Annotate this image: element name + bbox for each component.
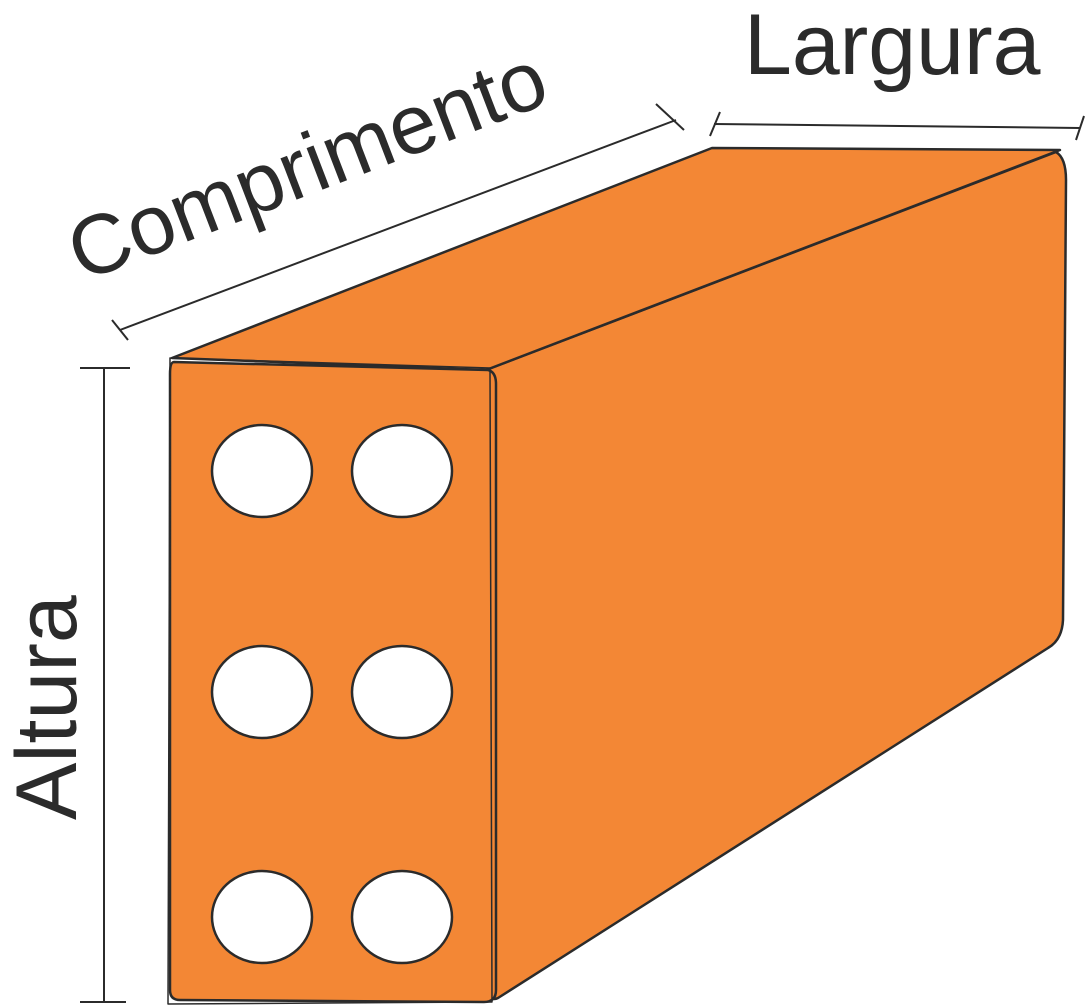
height-dimension <box>80 367 130 1003</box>
brick-hole <box>350 423 454 519</box>
width-dimension-tick-start <box>709 111 721 137</box>
length-dimension <box>111 103 685 341</box>
width-dimension-line <box>713 123 1081 129</box>
width-dimension-tick-end <box>1075 115 1085 141</box>
brick-hole <box>210 644 314 740</box>
length-dimension-tick-start <box>111 319 129 341</box>
brick-hole <box>210 423 314 519</box>
width-dimension <box>709 111 1085 141</box>
height-label: Altura <box>0 595 95 820</box>
width-label: Largura <box>744 0 1041 93</box>
brick <box>167 146 1068 1005</box>
length-dimension-tick-end <box>655 103 685 131</box>
brick-hole <box>210 869 314 965</box>
brick-holes <box>210 423 454 965</box>
brick-top-face <box>170 146 1062 372</box>
brick-hole <box>350 644 454 740</box>
brick-front-outline <box>167 357 493 1005</box>
length-dimension-line <box>119 119 677 331</box>
brick-hole <box>350 869 454 965</box>
